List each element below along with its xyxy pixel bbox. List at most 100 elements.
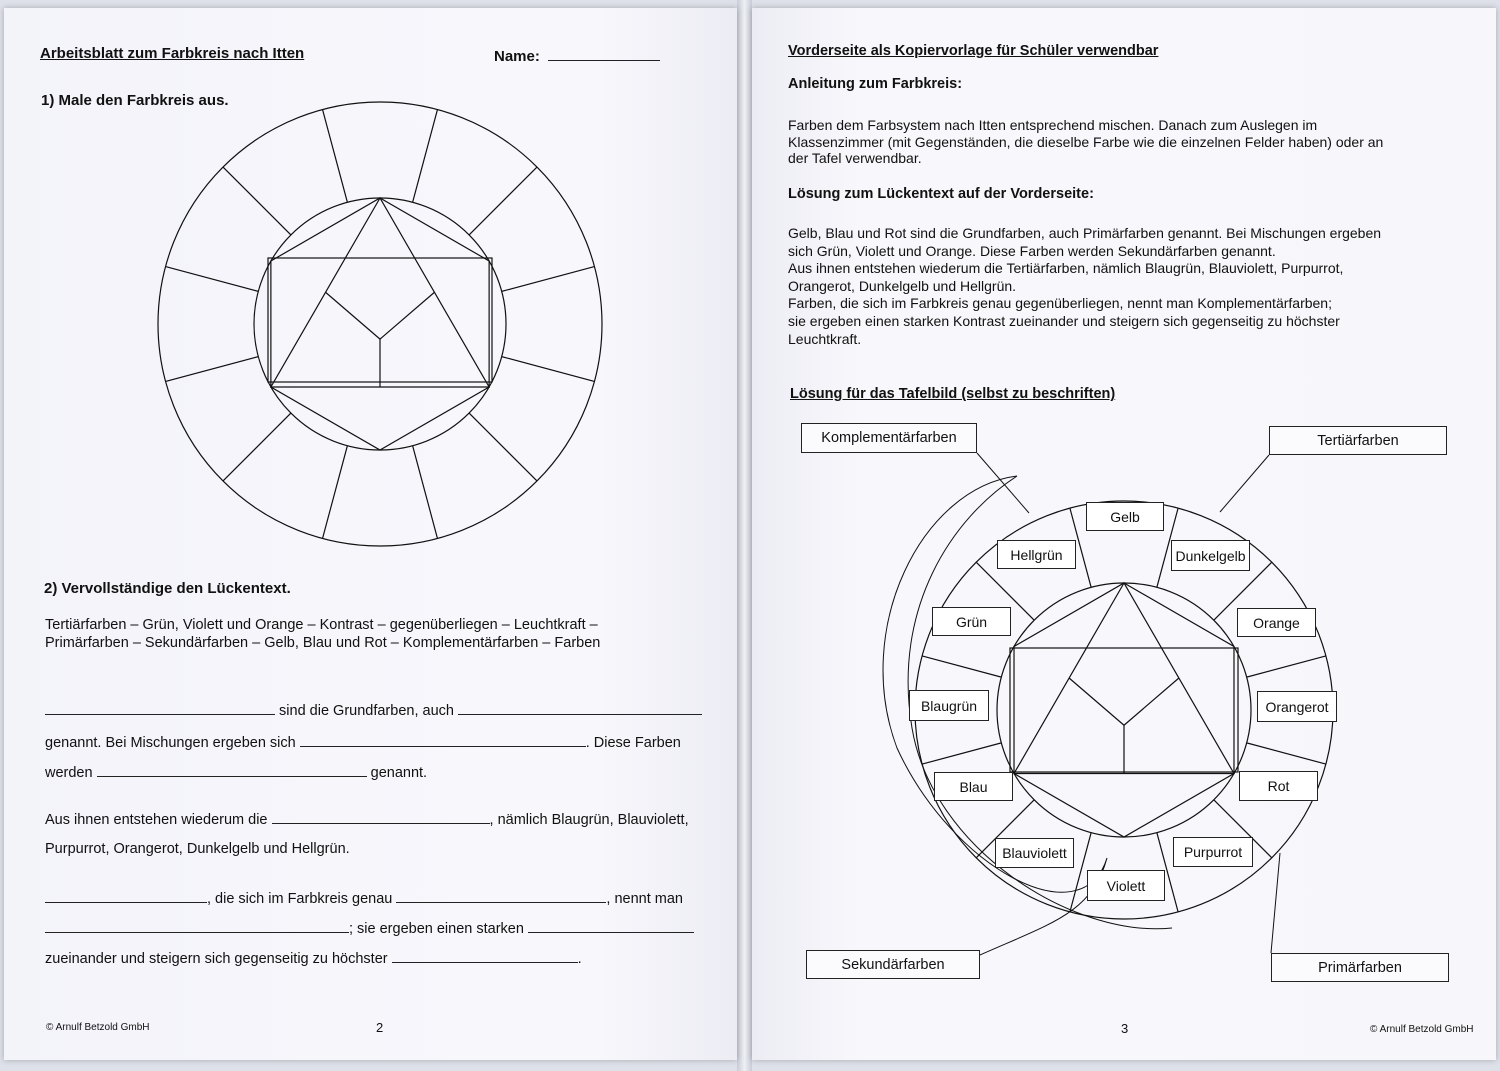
outer-ring (157, 101, 603, 547)
ring-divider (975, 799, 1035, 859)
ring-divider (975, 561, 1035, 621)
center-divider (325, 292, 381, 340)
solution-line: Orangerot, Dunkelgelb und Hellgrün. (788, 277, 1017, 294)
ring-divider (921, 655, 1002, 678)
connector-primaerfarben (1270, 852, 1281, 954)
callout-komplementaerfarben: Komplementärfarben (801, 423, 977, 453)
instructions-text: Farben dem Farbsystem nach Itten entspre… (788, 117, 1383, 167)
solution-line: Aus ihnen entstehen wiederum die Tertiär… (788, 260, 1344, 277)
solution-line: Leuchtkraft. (788, 330, 862, 347)
hexagon (1013, 582, 1235, 838)
cloze-blank[interactable] (396, 888, 607, 903)
ring-divider (1156, 507, 1179, 588)
name-label: Name: (494, 46, 661, 65)
cloze-blank[interactable] (391, 948, 578, 963)
ring-divider (1156, 832, 1179, 913)
ring-divider (1069, 507, 1092, 588)
center-divider (379, 292, 435, 340)
page-number: 2 (376, 1020, 384, 1035)
ring-divider (321, 109, 348, 203)
solution-text: Gelb, Blau und Rot sind die Grundfarben,… (788, 225, 1381, 348)
ring-divider (321, 445, 348, 539)
cloze-blank[interactable] (527, 918, 694, 933)
wheel-label-gruen: Grün (932, 607, 1011, 636)
cloze-line-1: sind die Grundfarben, auch (45, 700, 725, 720)
ring-divider (468, 166, 538, 236)
wheel-label-purpurrot: Purpurrot (1173, 837, 1253, 867)
name-blank[interactable] (548, 46, 661, 61)
curve-komplementaerfarben (907, 475, 1173, 930)
ring-divider (468, 412, 538, 482)
wheel-label-gelb: Gelb (1086, 502, 1164, 531)
center-divider (1068, 677, 1125, 726)
task-1-heading: 1) Male den Farbkreis aus. (41, 92, 229, 109)
footer-copyright: © Arnulf Betzold GmbH (46, 1022, 150, 1033)
worksheet-title: Arbeitsblatt zum Farbkreis nach Itten (40, 45, 305, 62)
page-header: Vorderseite als Kopiervorlage für Schüle… (788, 43, 1159, 59)
wheel-label-violett: Violett (1087, 870, 1165, 901)
page-left: Arbeitsblatt zum Farbkreis nach Itten Na… (4, 8, 737, 1060)
task-2-heading: 2) Vervollständige den Lückentext. (44, 580, 291, 597)
word-bank-line-1: Tertiärfarben – Grün, Violett und Orange… (45, 617, 598, 633)
cloze-blank[interactable] (45, 700, 275, 715)
cloze-blank[interactable] (299, 732, 586, 747)
cloze-blank[interactable] (96, 762, 367, 777)
cloze-blank[interactable] (271, 809, 490, 824)
ring-divider (412, 445, 439, 539)
ring-divider (222, 166, 292, 236)
ring-divider (165, 356, 259, 383)
footer-copyright: © Arnulf Betzold GmbH (1370, 1024, 1474, 1035)
solution-heading: Lösung zum Lückentext auf der Vorderseit… (788, 186, 1094, 202)
cloze-blank[interactable] (457, 700, 702, 715)
wheel-label-blaugruen: Blaugrün (909, 690, 989, 721)
page-number: 3 (1121, 1021, 1129, 1036)
ring-divider (501, 356, 595, 383)
book-spine (737, 0, 752, 1071)
solution-line: Gelb, Blau und Rot sind die Grundfarben,… (788, 225, 1382, 241)
instructions-line: der Tafel verwendbar. (788, 150, 922, 166)
inner-circle (996, 582, 1252, 838)
instructions-line: Klassenzimmer (mit Gegenständen, die die… (788, 133, 1384, 150)
wheel-label-dunkelgelb: Dunkelgelb (1171, 540, 1250, 571)
solution-wheel-outline (882, 452, 1334, 956)
center-divider (1123, 677, 1180, 726)
ring-divider (1246, 742, 1327, 765)
cloze-line-6: , die sich im Farbkreis genau , nennt ma… (45, 888, 735, 908)
wheel-label-orange: Orange (1237, 608, 1316, 637)
cloze-blank[interactable] (45, 918, 349, 933)
cloze-line-8: zueinander und steigern sich gegenseitig… (45, 948, 735, 968)
ring-divider (1069, 832, 1092, 913)
cloze-blank[interactable] (45, 888, 207, 903)
page-right: Vorderseite als Kopiervorlage für Schüle… (752, 8, 1496, 1060)
callout-tertiaerfarben: Tertiärfarben (1269, 426, 1447, 455)
curve-sekundaerfarben (882, 475, 1108, 956)
instructions-heading: Anleitung zum Farbkreis: (788, 76, 963, 92)
connector-komplementaerfarben (976, 452, 1030, 514)
ring-divider (222, 412, 292, 482)
wheel-label-orangerot: Orangerot (1257, 691, 1337, 722)
cloze-line-4: Aus ihnen entstehen wiederum die , nämli… (45, 809, 735, 829)
wheel-label-blauviolett: Blauviolett (995, 838, 1074, 868)
color-wheel-outline (157, 101, 603, 547)
cloze-line-3: werden genannt. (45, 762, 725, 782)
ring-divider (921, 742, 1002, 765)
ring-divider (165, 265, 259, 292)
cloze-line-5: Purpurrot, Orangerot, Dunkelgelb und Hel… (45, 841, 350, 857)
ring-divider (412, 109, 439, 203)
inner-circle (253, 197, 507, 451)
hexagon (270, 197, 490, 451)
instructions-line: Farben dem Farbsystem nach Itten entspre… (788, 117, 1318, 133)
word-bank-line-2: Primärfarben – Sekundärfarben – Gelb, Bl… (45, 635, 601, 651)
ring-divider (501, 265, 595, 292)
solution-line: sie ergeben einen starken Kontrast zuein… (788, 312, 1340, 329)
wheel-label-blau: Blau (934, 772, 1013, 801)
board-heading: Lösung für das Tafelbild (selbst zu besc… (790, 386, 1116, 402)
solution-line: sich Grün, Violett und Orange. Diese Far… (788, 242, 1276, 259)
cloze-line-7: ; sie ergeben einen starken (45, 918, 735, 938)
wheel-label-rot: Rot (1239, 771, 1318, 801)
callout-primaerfarben: Primärfarben (1271, 953, 1449, 982)
connector-tertiaerfarben (1219, 454, 1270, 513)
cloze-line-2: genannt. Bei Mischungen ergeben sich . D… (45, 732, 725, 752)
callout-sekundaerfarben: Sekundärfarben (806, 950, 980, 979)
ring-divider (1213, 799, 1273, 859)
